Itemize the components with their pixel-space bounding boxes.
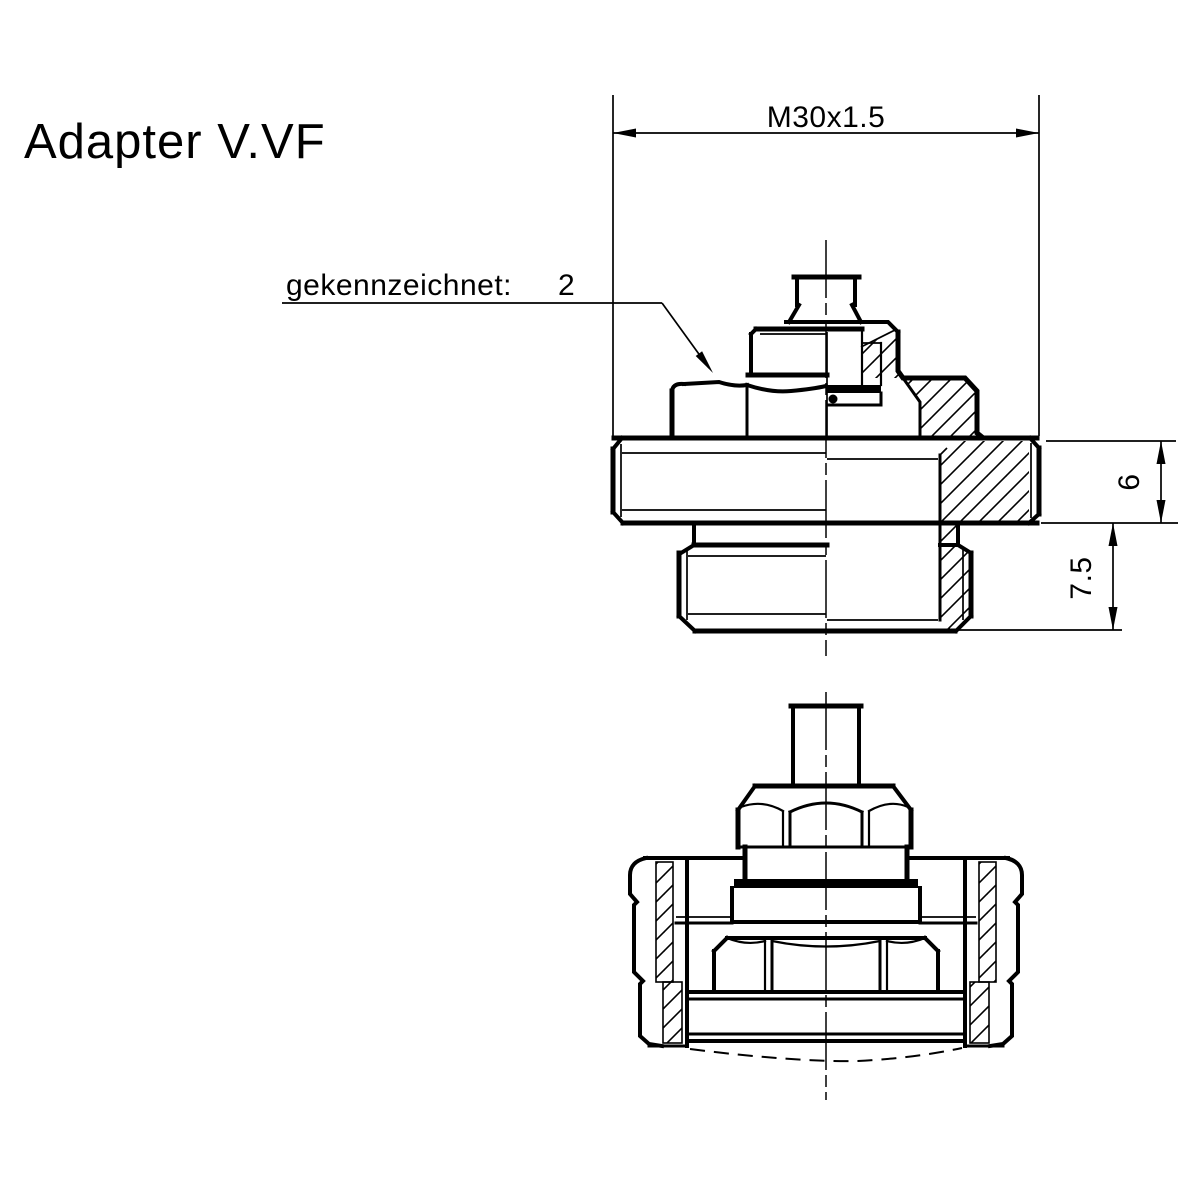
- callout: gekennzeichnet: 2: [282, 269, 713, 373]
- section-view: [610, 240, 1042, 656]
- front-inner-hex: [711, 935, 941, 994]
- arrowhead-up-icon: [1156, 441, 1166, 464]
- front-stem: [788, 703, 864, 788]
- drawing-title: Adapter V.VF: [24, 115, 326, 169]
- dimension-flange-height: 6: [1041, 440, 1178, 524]
- section-wall: [825, 327, 986, 441]
- arrowhead-left-icon: [613, 128, 636, 138]
- hidden-edge-line: [689, 1047, 963, 1063]
- callout-label: gekennzeichnet:: [286, 269, 512, 302]
- flange-height-dimension-label: 6: [1113, 473, 1146, 490]
- section-stem: [745, 274, 901, 378]
- thread-dimension-label: M30x1.5: [767, 101, 886, 134]
- arrowhead-right-icon: [1016, 128, 1039, 138]
- section-boss: [676, 521, 974, 634]
- front-bottom-rings: [685, 990, 967, 1063]
- thread-length-dimension-label: 7.5: [1065, 556, 1098, 599]
- arrowhead-down-icon: [1108, 607, 1118, 630]
- callout-value: 2: [558, 269, 575, 302]
- dimension-thread-length: 7.5: [957, 523, 1122, 631]
- leader-arrowhead-icon: [695, 351, 713, 373]
- front-outer-ring: [628, 855, 1024, 1049]
- section-hex-nut: [669, 379, 829, 440]
- dimension-thread: M30x1.5: [612, 95, 1040, 436]
- front-view: [628, 692, 1024, 1100]
- front-hex-nut: [735, 783, 914, 850]
- arrowhead-down-icon: [1156, 500, 1166, 523]
- section-seal-band: [827, 385, 881, 393]
- arrowhead-up-icon: [1108, 523, 1118, 546]
